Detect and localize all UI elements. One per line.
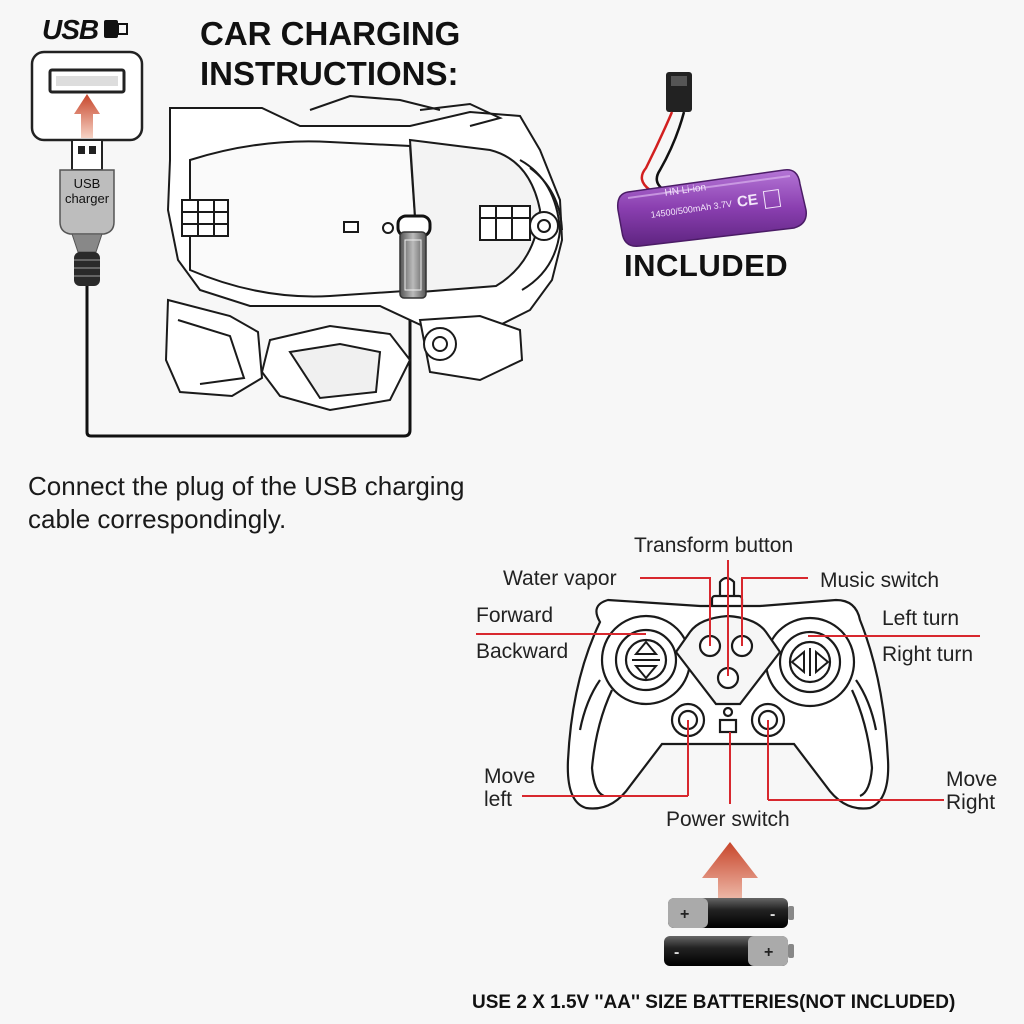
- usb-plug-icon: [104, 20, 128, 38]
- direction-arrows-left-icon: [632, 640, 660, 680]
- label-move-left: Move left: [484, 765, 536, 811]
- svg-text:+: +: [764, 944, 773, 961]
- usb-charger-plug: [59, 139, 115, 286]
- label-backward: Backward: [476, 640, 569, 663]
- direction-arrows-right-icon: [790, 648, 830, 676]
- battery-ce-mark: CE: [736, 191, 760, 211]
- svg-text:+: +: [680, 906, 689, 923]
- car-outline-drawing: [164, 94, 564, 412]
- aa-battery-icon: - +: [664, 936, 794, 966]
- svg-text:-: -: [674, 944, 679, 961]
- page-title: CAR CHARGING INSTRUCTIONS:: [200, 15, 461, 92]
- label-transform-button: Transform button: [634, 534, 794, 557]
- label-left-turn: Left turn: [882, 607, 960, 630]
- arrow-up-icon: [74, 94, 100, 138]
- li-ion-battery: [616, 72, 807, 247]
- aa-battery-icon: + -: [668, 898, 794, 928]
- recycle-bin-icon: [762, 188, 782, 210]
- usb-c-plug: [396, 214, 432, 299]
- remote-controller: [566, 576, 890, 810]
- arrow-up-icon: [702, 842, 758, 912]
- svg-text:-: -: [770, 906, 775, 923]
- label-right-turn: Right turn: [882, 643, 974, 666]
- leader-lines: [476, 560, 980, 804]
- charging-cable: [85, 286, 412, 438]
- usb-logo: USB: [42, 14, 99, 45]
- label-forward: Forward: [476, 604, 554, 627]
- label-power-switch: Power switch: [666, 808, 790, 831]
- usb-charger-label: USB charger: [64, 176, 110, 206]
- included-label: INCLUDED: [624, 248, 789, 283]
- label-move-right: Move Right: [946, 768, 998, 814]
- label-water-vapor: Water vapor: [503, 567, 617, 590]
- instruction-text: Connect the plug of the USB charging cab…: [28, 471, 465, 534]
- batteries-footer-note: USE 2 X 1.5V ''AA'' SIZE BATTERIES(NOT I…: [472, 992, 956, 1013]
- label-music-switch: Music switch: [820, 569, 940, 592]
